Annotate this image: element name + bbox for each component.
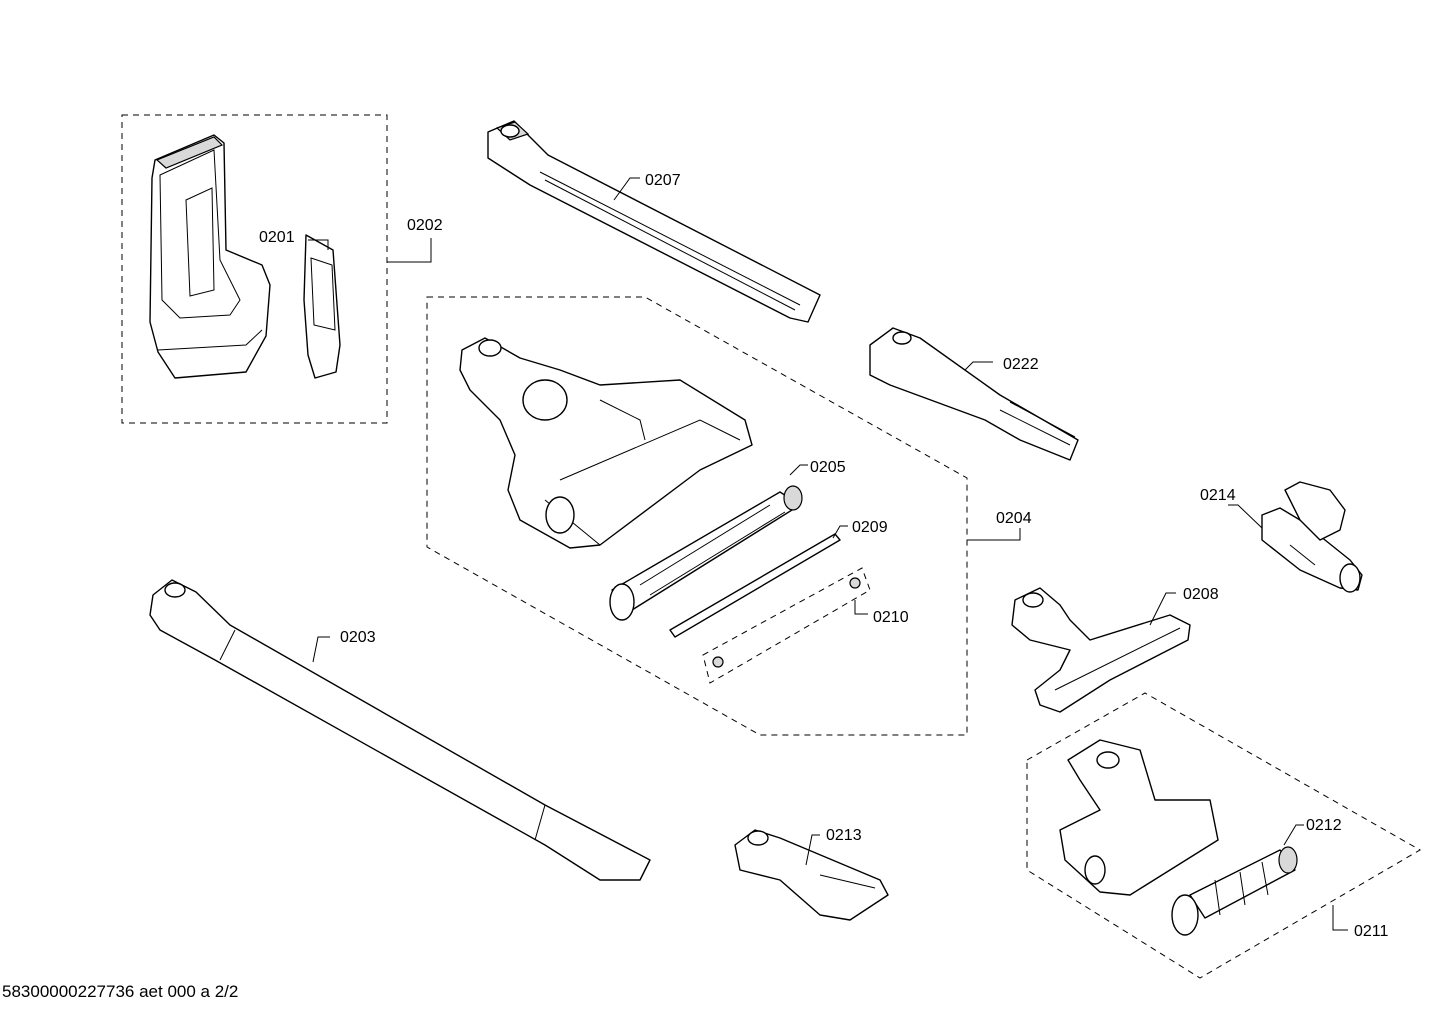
part-0202-housing (149, 134, 271, 379)
part-0211-turbo-head (1059, 739, 1219, 896)
leader-0212 (1283, 824, 1304, 846)
group-0211-boundary (1026, 692, 1422, 979)
label-0214: 0214 (1200, 487, 1236, 504)
group-0211: 0212 0211 (1026, 692, 1422, 979)
document-reference: 58300000227736 aet 000 a 2/2 (2, 982, 239, 1001)
label-0205: 0205 (810, 459, 846, 476)
leader-0211 (1332, 905, 1348, 931)
group-0202-boundary (121, 114, 388, 424)
leader-0210 (854, 600, 868, 615)
label-0213: 0213 (826, 827, 862, 844)
label-0222: 0222 (1003, 356, 1039, 373)
part-0210-screws (702, 567, 871, 684)
group-0202: 0201 0202 (121, 114, 443, 424)
part-0214-clip (1261, 481, 1363, 593)
leader-0213 (805, 834, 820, 866)
label-0204: 0204 (996, 510, 1032, 527)
leader-0222 (964, 361, 993, 371)
part-0212-turbo-brush-roll (1171, 846, 1298, 936)
leader-0202 (387, 238, 432, 263)
part-0205-brush-roll (609, 485, 803, 621)
leader-0205 (789, 464, 808, 476)
label-0203: 0203 (340, 629, 376, 646)
label-0210: 0210 (873, 609, 909, 626)
part-0208-upholstery-nozzle (1011, 587, 1191, 713)
leader-0204 (967, 528, 1021, 541)
leader-0214 (1228, 504, 1263, 529)
label-0209: 0209 (852, 519, 888, 536)
part-0204-floor-head (459, 337, 753, 549)
label-0201: 0201 (259, 229, 295, 246)
part-0213-dusting-brush (734, 829, 889, 921)
part-0209-strip (669, 533, 841, 638)
group-0204-boundary (426, 296, 968, 736)
part-0222-short-crevice (869, 327, 1079, 461)
leader-0209 (832, 525, 848, 539)
label-0208: 0208 (1183, 586, 1219, 603)
leader-0201 (308, 239, 329, 250)
part-0201-cover (303, 234, 341, 379)
leader-0208 (1149, 592, 1176, 626)
label-0202: 0202 (407, 217, 443, 234)
label-0212: 0212 (1306, 817, 1342, 834)
leader-0207 (613, 177, 640, 201)
label-0207: 0207 (645, 172, 681, 189)
part-0203-extension-tube (149, 579, 651, 881)
label-0211: 0211 (1354, 923, 1389, 940)
group-0204: 0205 0209 0210 0204 (426, 296, 1032, 736)
leader-0203 (312, 636, 330, 663)
part-0207-crevice-tool (487, 120, 821, 323)
